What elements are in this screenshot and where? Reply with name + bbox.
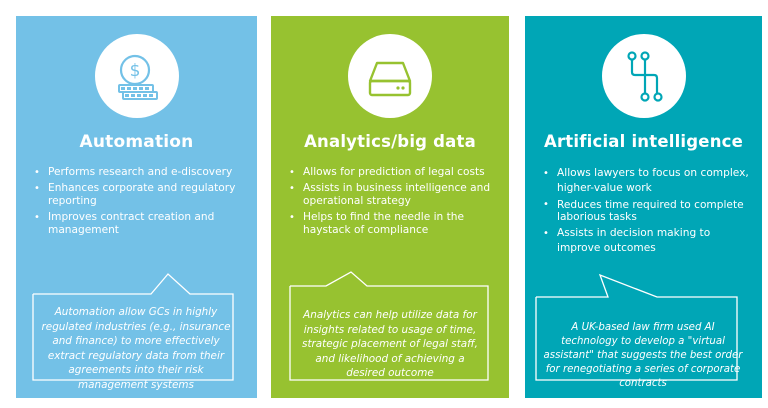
automation-bullets: Performs research and e-discovery Enhanc… xyxy=(34,166,247,240)
ai-callout-text: A UK-based law firm used AI technology t… xyxy=(543,322,743,389)
bullet-item: Assists in business intelligence and ope… xyxy=(289,182,499,208)
automation-callout-text: Automation allow GCs in highly regulated… xyxy=(41,306,231,391)
circuit-icon xyxy=(626,51,663,102)
automation-panel: $ Automation Performs research and e-dis… xyxy=(16,16,257,398)
ai-icon-badge xyxy=(601,34,686,118)
automation-title: Automation xyxy=(79,132,194,152)
analytics-panel: Analytics/big data Allows for prediction… xyxy=(271,16,509,398)
bullet-item: Allows for prediction of legal costs xyxy=(289,166,499,179)
ai-bullets: Allows lawyers to focus on complex, high… xyxy=(543,166,752,259)
hard-drive-icon xyxy=(368,61,412,97)
ai-title: Artificial intelligence xyxy=(543,132,744,151)
bullet-item: Performs research and e-discovery xyxy=(34,166,247,179)
analytics-callout-text: Analytics can help utilize data for insi… xyxy=(302,309,478,379)
bullet-item: Assists in decision making to improve ou… xyxy=(543,226,752,256)
ai-panel: Artificial intelligence Allows lawyers t… xyxy=(525,16,762,398)
automation-icon-badge: $ xyxy=(94,34,179,118)
bullet-item: Enhances corporate and regulatory report… xyxy=(34,182,247,208)
bullet-item: Helps to find the needle in the haystack… xyxy=(289,211,499,237)
bullet-item: Allows lawyers to focus on complex, high… xyxy=(543,166,752,196)
dollar-coins-icon: $ xyxy=(117,54,158,100)
bullet-item: Reduces time required to complete labori… xyxy=(543,199,752,223)
analytics-title: Analytics/big data xyxy=(304,132,476,151)
analytics-bullets: Allows for prediction of legal costs Ass… xyxy=(289,166,499,240)
bullet-item: Improves contract creation and managemen… xyxy=(34,211,247,237)
svg-text:$: $ xyxy=(129,61,140,81)
analytics-icon-badge xyxy=(348,34,432,118)
